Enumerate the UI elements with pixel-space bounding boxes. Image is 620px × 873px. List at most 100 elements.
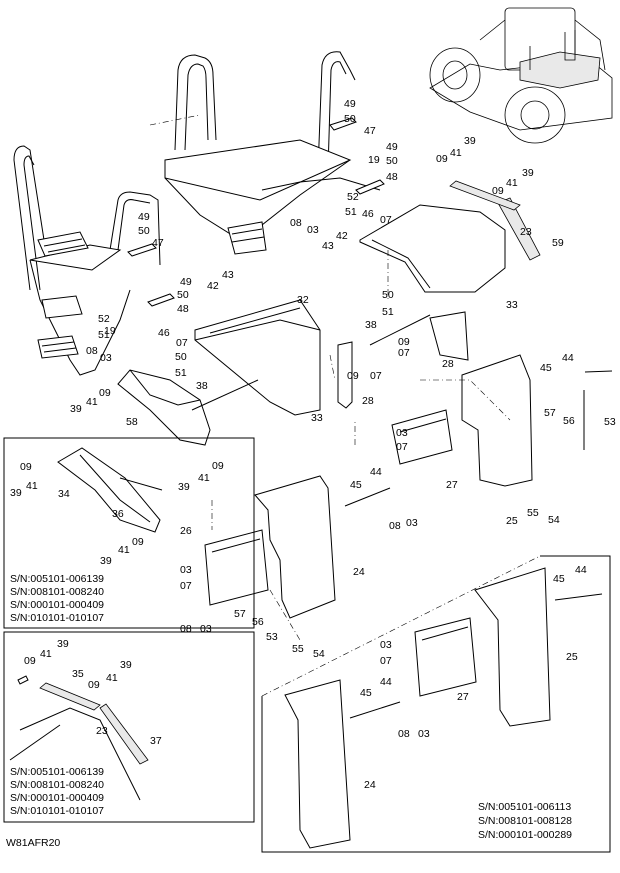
callout-49: 49 [344, 98, 356, 110]
callout-19: 19 [368, 154, 380, 166]
callout-08: 08 [389, 520, 401, 532]
callout-39: 39 [522, 167, 534, 179]
callout-27: 27 [446, 479, 458, 491]
callout-51: 51 [345, 206, 357, 218]
callout-48: 48 [177, 303, 189, 315]
callout-38: 38 [365, 319, 377, 331]
callout-41: 41 [106, 672, 118, 684]
callout-03: 03 [180, 564, 192, 576]
callout-47: 47 [152, 237, 164, 249]
callout-03: 03 [307, 224, 319, 236]
callout-25: 25 [506, 515, 518, 527]
callout-09: 09 [347, 370, 359, 382]
callout-41: 41 [40, 648, 52, 660]
callout-49: 49 [138, 211, 150, 223]
callout-41: 41 [26, 480, 38, 492]
callout-09: 09 [99, 387, 111, 399]
callout-54: 54 [313, 648, 325, 660]
callout-44: 44 [575, 564, 587, 576]
callout-03: 03 [100, 352, 112, 364]
callout-47: 47 [364, 125, 376, 137]
callout-08: 08 [398, 728, 410, 740]
callout-07: 07 [396, 441, 408, 453]
callout-48: 48 [386, 171, 398, 183]
callout-35: 35 [72, 668, 84, 680]
callout-23: 23 [520, 226, 532, 238]
callout-33: 33 [311, 412, 323, 424]
callout-09: 09 [132, 536, 144, 548]
callout-27: 27 [457, 691, 469, 703]
callout-49: 49 [180, 276, 192, 288]
callout-08: 08 [86, 345, 98, 357]
callout-09: 09 [88, 679, 100, 691]
callout-50: 50 [175, 351, 187, 363]
serial-1-1: S/N:008101-008240 [10, 586, 104, 598]
serial-3-2: S/N:000101-000289 [478, 829, 572, 841]
callout-50: 50 [138, 225, 150, 237]
callout-07: 07 [380, 214, 392, 226]
callout-39: 39 [464, 135, 476, 147]
inset-box-2 [3, 631, 255, 823]
callout-50: 50 [344, 113, 356, 125]
callout-44: 44 [562, 352, 574, 364]
callout-53: 53 [604, 416, 616, 428]
callout-41: 41 [118, 544, 130, 556]
callout-39: 39 [120, 659, 132, 671]
callout-57: 57 [234, 608, 246, 620]
callout-09: 09 [436, 153, 448, 165]
serial-2-0: S/N:005101-006139 [10, 766, 104, 778]
callout-25: 25 [566, 651, 578, 663]
serial-1-2: S/N:000101-000409 [10, 599, 104, 611]
callout-03: 03 [200, 623, 212, 635]
lower-box [261, 555, 611, 853]
fender-panel-23 [359, 204, 506, 293]
callout-46: 46 [362, 208, 374, 220]
serial-block-3: S/N:005101-006113 S/N:008101-008128 S/N:… [478, 801, 572, 841]
inset-2-parts [9, 675, 149, 801]
callout-23: 23 [96, 725, 108, 737]
leader-lines [149, 114, 511, 641]
callout-51: 51 [175, 367, 187, 379]
callout-28: 28 [442, 358, 454, 370]
callout-37: 37 [150, 735, 162, 747]
strip-38 [191, 379, 259, 411]
callout-19: 19 [104, 325, 116, 337]
callout-09: 09 [20, 461, 32, 473]
callout-09: 09 [492, 185, 504, 197]
callout-55: 55 [527, 507, 539, 519]
right-step-assembly [164, 51, 385, 255]
callout-39: 39 [100, 555, 112, 567]
callout-56: 56 [252, 616, 264, 628]
callout-38: 38 [196, 380, 208, 392]
serial-block-2: S/N:005101-006139 S/N:008101-008240 S/N:… [10, 766, 104, 817]
callout-26: 26 [180, 525, 192, 537]
callout-41: 41 [198, 472, 210, 484]
callout-08: 08 [180, 623, 192, 635]
inset-box-1 [3, 437, 255, 629]
callout-07: 07 [176, 337, 188, 349]
fender-panel-58 [117, 369, 211, 446]
callout-45: 45 [350, 479, 362, 491]
callout-45: 45 [553, 573, 565, 585]
callout-07: 07 [398, 347, 410, 359]
left-step-assembly [13, 145, 175, 376]
bracket-28-upper [429, 311, 469, 361]
callout-46: 46 [158, 327, 170, 339]
inset-1-parts [57, 447, 163, 533]
callout-44: 44 [380, 676, 392, 688]
callout-50: 50 [177, 289, 189, 301]
callout-08: 08 [290, 217, 302, 229]
callout-59: 59 [552, 237, 564, 249]
callout-28: 28 [362, 395, 374, 407]
callout-39: 39 [10, 487, 22, 499]
callout-52: 52 [347, 191, 359, 203]
callout-55: 55 [292, 643, 304, 655]
callout-32: 32 [297, 294, 309, 306]
callout-51: 51 [382, 306, 394, 318]
callout-43: 43 [322, 240, 334, 252]
callout-50: 50 [382, 289, 394, 301]
callout-07: 07 [180, 580, 192, 592]
serial-1-0: S/N:005101-006139 [10, 573, 104, 585]
serial-2-3: S/N:010101-010107 [10, 805, 104, 817]
